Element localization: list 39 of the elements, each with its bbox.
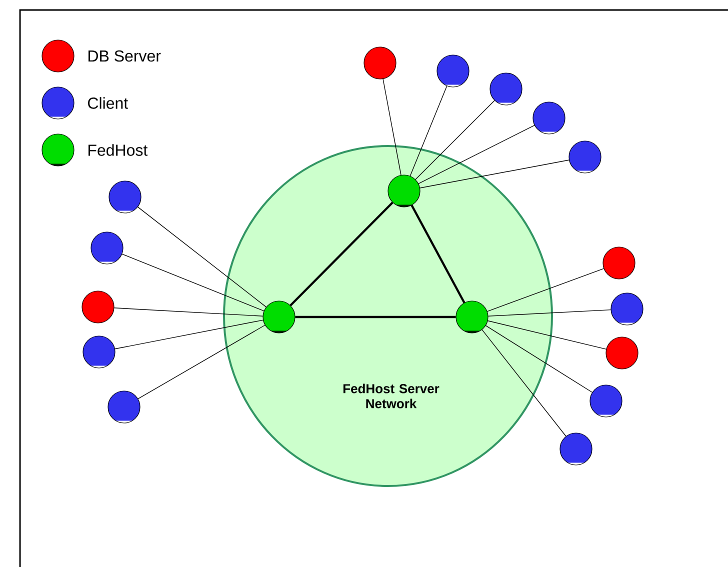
server-node [602, 246, 636, 280]
connector-line [420, 160, 570, 188]
server-node [606, 336, 638, 370]
connector-line [137, 206, 267, 308]
client-node [532, 102, 566, 134]
client-node [560, 432, 592, 466]
host-node [262, 300, 296, 334]
connector-line [290, 202, 394, 306]
connector-line [415, 100, 495, 180]
server-node [364, 46, 396, 80]
connector-line [122, 254, 264, 312]
connector-line [486, 268, 604, 312]
client-node [590, 384, 622, 418]
connector-line [114, 308, 264, 316]
connector-line [410, 204, 466, 304]
client-node [108, 390, 140, 424]
client-node [108, 180, 142, 214]
client-node [82, 336, 116, 368]
connector-line [488, 309, 612, 317]
server-node [82, 290, 114, 324]
legend-label: DB Server [88, 50, 161, 62]
connector-line [295, 316, 456, 318]
client-node [610, 292, 644, 326]
client-node [90, 232, 124, 264]
client-node [490, 72, 522, 106]
connector-line [382, 78, 402, 176]
connector-line [138, 324, 266, 400]
host-node [456, 300, 488, 334]
connector-line [485, 325, 593, 393]
client-node [436, 54, 470, 88]
connector-line [487, 320, 607, 350]
legend-label: FedHost [88, 144, 148, 156]
client-node [568, 140, 602, 174]
legend-label: Client [88, 97, 128, 109]
connector-line [410, 86, 448, 176]
connector-line [418, 124, 535, 184]
connector-line [482, 329, 566, 437]
host-node [388, 174, 420, 208]
connector-line [114, 320, 264, 350]
